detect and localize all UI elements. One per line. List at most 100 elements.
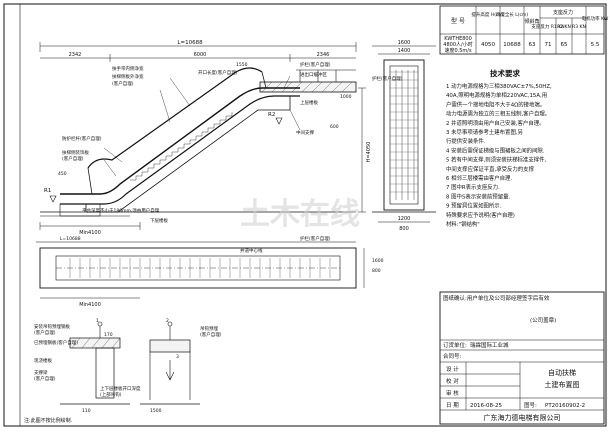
title-block [439, 291, 605, 425]
end-view [372, 45, 436, 223]
detail-label-7: 上下层楼板开口深度 [100, 385, 141, 392]
spec-header-height: 提升高度 H(cm) [471, 11, 504, 18]
spec-capacity: 4800人/小时 [443, 41, 472, 48]
detail-label-10: (客户自理) [200, 331, 222, 338]
spec-header-r1: 支座反力 R1 KN [531, 23, 564, 30]
contract-label: 合同号: [443, 352, 462, 360]
note-guard-upper: 护栏(客户自理) [300, 61, 331, 68]
drawing-no-label: 图号: [524, 401, 537, 409]
end-dim-3: 1200 [398, 216, 411, 222]
end-dim-2: 1400 [398, 48, 411, 54]
tech-requirement-line: 特殊要求应予说明(客户自理) [446, 211, 515, 219]
dim-left: 2342 [69, 52, 82, 58]
spec-header-r3: R3 KN [572, 24, 586, 30]
plan-centerline-label: 井道中心线 [240, 247, 263, 254]
detail-views [60, 321, 200, 405]
company-stamp: (公司盖章) [530, 316, 556, 324]
side-view-labels: L=10688 2342 6000 2346 H=4050 扶手带内侧净宽 护栏… [44, 40, 372, 236]
order-unit-label: 订货单位: [443, 341, 467, 349]
row-label-check: 校 对 [446, 377, 459, 385]
note-upper-slab: 上层楼板 [300, 99, 318, 106]
plan-dim-1: 1600 [372, 258, 384, 264]
order-unit: 瑞霖国际工业城 [470, 341, 509, 349]
note-opening-length: 开口长度(客户自理) [198, 69, 238, 76]
small-dim-2: 600 [330, 124, 339, 130]
title-block-text: 图纸确认:用户单位及公司部经理签字后有效 (公司盖章) 订货单位: 瑞霖国际工业… [443, 294, 585, 422]
tech-requirement-line: 中间支撑应保证平直,承受反力的支撑 [446, 165, 535, 173]
spec-r1: 71 [545, 42, 552, 48]
note-buffer-zone: 进出口缓冲区 [300, 71, 327, 78]
detail-dim-1: 1 [96, 318, 99, 324]
note-platform-depth: 平台深度不小于180mm,须由用户自理 [82, 207, 160, 214]
drawing-title-2: 土建布置图 [545, 380, 580, 389]
note-lower-slab: 下层楼板 [150, 217, 168, 224]
spec-header-model: 型 号 [451, 17, 465, 25]
spec-r2: 65 [561, 42, 568, 48]
detail-label-5: 支撑梁 [34, 369, 48, 376]
detail-label-1: 安装吊钩预埋钢板 [34, 323, 70, 330]
tech-requirement-line: 8 图中S表示安装前预留量. [446, 192, 510, 200]
plan-top-note: L=10688 [60, 236, 81, 242]
end-guard-label: 护栏(客户自理) [372, 75, 403, 82]
spec-table: 型 号 提升高度 H(cm) 跨度全长 L(cm) 倾斜角 支座反力 支座反力 … [439, 5, 609, 55]
spec-speed: 速度0.5m/s [444, 47, 472, 54]
tech-requirement-line: 7 图中R表示支座反力. [446, 183, 500, 191]
note-guardrail: 防护栏杆(客户自理) [62, 135, 102, 142]
h-dimension: H=4050 [366, 142, 372, 163]
spec-height: 4050 [481, 42, 495, 48]
plan-dim-2: 800 [372, 268, 381, 274]
confirm-label: 图纸确认:用户单位及公司部经理签字后有效 [443, 294, 550, 302]
tech-requirement-line: 4 安装后需保证梯级与围裙板之间的间隙. [446, 146, 545, 154]
detail-dim-5: 1500 [150, 408, 162, 414]
footer-note: 注:此图不按比例绘制. [24, 417, 73, 424]
note-middle-support: 中间支撑 [296, 129, 314, 136]
drawing-no: PT20160902-2 [545, 403, 585, 409]
small-dim-3: 1000 [340, 94, 352, 100]
drawing-title-1: 自动扶梯 [548, 368, 576, 377]
tech-requirement-line: 6 相邻三层楼需由客户自理. [446, 174, 512, 182]
row-label-review: 审 核 [446, 389, 459, 397]
detail-label-6: (客户自理) [34, 375, 56, 382]
date-value: 2016-08-25 [470, 403, 502, 409]
note-side-panel: 扶梯侧装饰板 [62, 149, 89, 156]
min-4100-side: Min4100 [79, 230, 101, 236]
watermark: 土木在线 [240, 197, 360, 232]
tech-requirements: 技术要求 1 动力电源规格为三相380VAC±7%,50HZ, 40A,照明电源… [446, 68, 552, 228]
tech-requirement-line: 户需供一个接地电阻不大于4Ω的接地端。 [446, 100, 545, 108]
spec-header-length: 跨度全长 L(cm) [496, 11, 529, 18]
detail-labels: 安装吊钩预埋钢板 (客户自理) 已预埋钢板(客户自理) 现浇楼板 支撑梁 (客户… [34, 318, 222, 414]
detail-label-9: 吊钩预埋 [200, 325, 218, 332]
detail-dim-4: 3 [176, 354, 179, 360]
spec-motor: 5.5 [591, 42, 600, 48]
detail-label-8: (上部吊钩) [100, 391, 122, 398]
tech-requirement-line: 2 井道照明须由用户自己安装,客户自理。 [446, 119, 545, 127]
row-label-design: 设 计 [446, 365, 459, 373]
detail-label-2: (客户自理) [34, 329, 56, 336]
note-side-width: 扶梯侧板外净宽 [112, 73, 144, 80]
plan-min-4100: Min4100 [79, 302, 101, 308]
note-side-width-client: (客户自理) [112, 80, 134, 87]
plan-guard-label: 护栏(客户自理) [300, 235, 331, 242]
svg-text:支座反力: 支座反力 [553, 9, 573, 16]
note-side-panel-client: (客户自理) [62, 155, 84, 162]
l-dimension: L=10688 [177, 40, 203, 46]
tech-requirement-line: 9 预留洞位置如图所示. [446, 202, 502, 210]
tech-requirement-line: 5 若有中间支撑,则须安装扶梯标准支撑件, [446, 156, 546, 164]
end-dim-4: 800 [399, 226, 409, 232]
dim-middle: 6000 [194, 52, 207, 58]
detail-dim-6: 110 [82, 408, 91, 414]
tech-title: 技术要求 [490, 68, 520, 78]
detail-dim-3: 2 [166, 318, 169, 324]
spec-length: 10688 [503, 42, 521, 48]
dim-right: 2346 [317, 52, 330, 58]
label-r2: R2 [268, 112, 275, 118]
drawing-inner-border [19, 3, 607, 427]
spec-header-r2: R2 KN [557, 24, 571, 30]
small-dim-1: 450 [58, 171, 67, 177]
side-elevation-view [39, 42, 366, 230]
detail-label-4: 现浇楼板 [34, 357, 52, 364]
plan-view-labels: L=10688 护栏(客户自理) 井道中心线 Min4100 1600 800 [60, 235, 384, 308]
spec-angle: 63 [529, 42, 536, 48]
note-handrail-width: 扶手带内侧净宽 [112, 65, 144, 72]
